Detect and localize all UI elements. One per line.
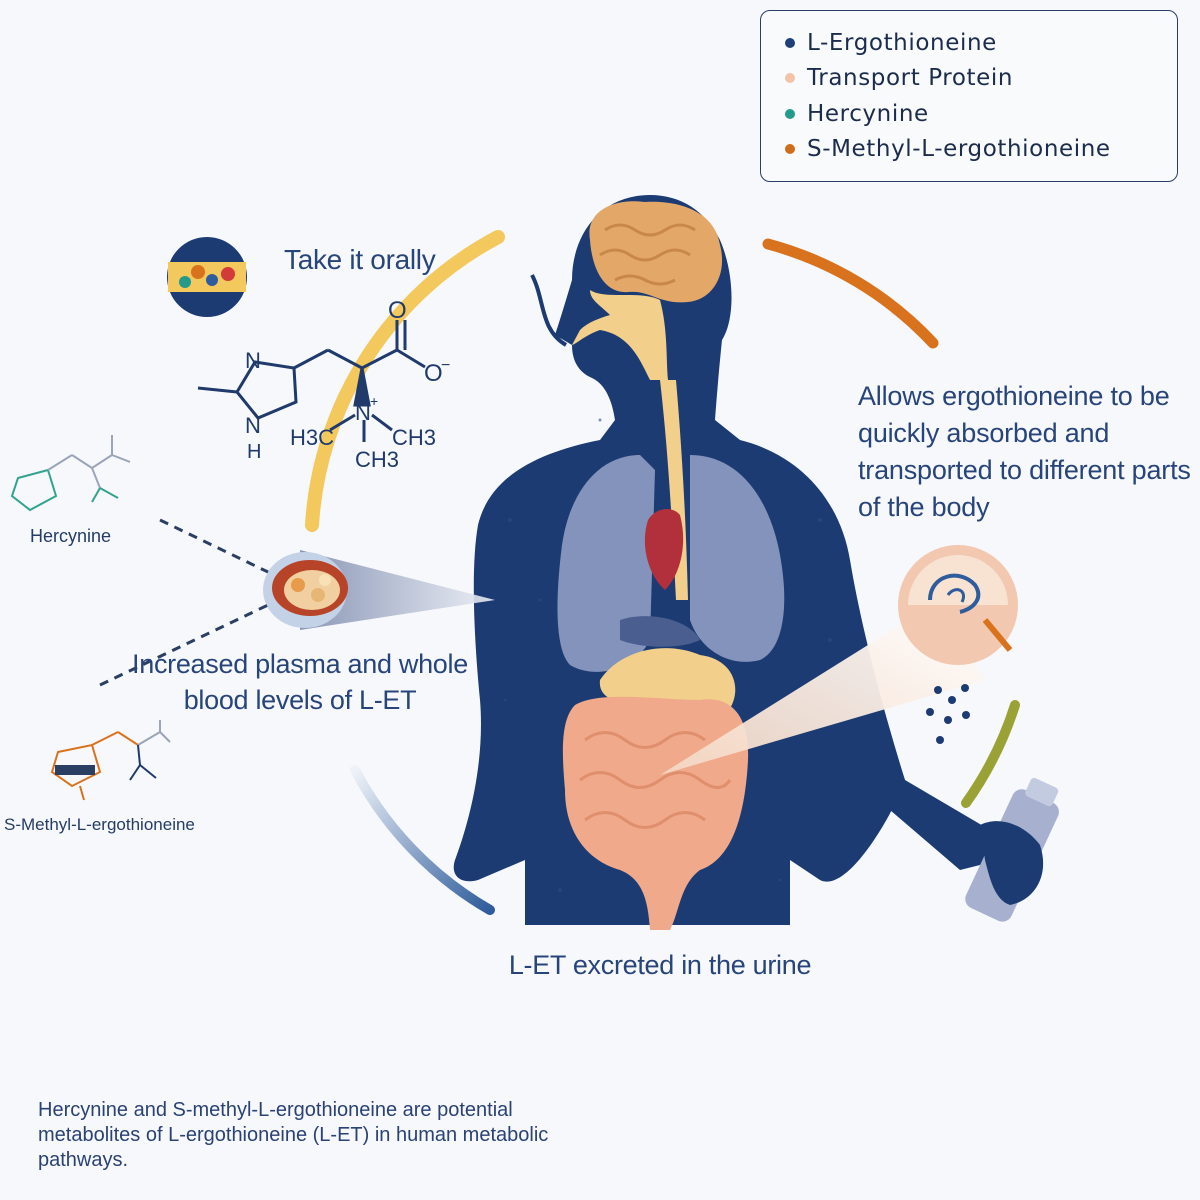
ear-icon	[898, 545, 1018, 665]
atom-n-plus: N	[355, 400, 371, 425]
arc-yellow	[305, 230, 505, 532]
spray-beam	[660, 600, 985, 775]
arc-olive	[961, 700, 1020, 808]
legend-item-hercynine: Hercynine	[785, 96, 1153, 132]
atom-o-minus: O	[424, 360, 443, 387]
l-ergothioneine-structure	[197, 320, 426, 442]
atom-ch3-bottom: CH3	[355, 447, 399, 472]
hand	[980, 821, 1044, 905]
atom-h: H	[247, 441, 261, 463]
label-take-orally: Take it orally	[284, 244, 436, 275]
atom-o-top: O	[388, 297, 407, 324]
atom-n-top: N	[245, 348, 261, 373]
footnote: Hercynine and S-methyl-L-ergothioneine a…	[38, 1099, 549, 1171]
atom-n-bottom: N	[245, 413, 261, 438]
atom-ch3-right: CH3	[392, 425, 436, 450]
heart	[644, 508, 684, 590]
legend-dot-icon	[785, 37, 795, 48]
legend-label: S-Methyl-L-ergothioneine	[807, 136, 1111, 163]
oral-passage	[572, 290, 668, 380]
legend-item-l-ergothioneine: L-Ergothioneine	[785, 25, 1153, 61]
magnifier-cone	[300, 550, 495, 630]
legend-label: Transport Protein	[807, 65, 1014, 92]
pill-icon	[167, 237, 247, 317]
label-plasma-levels: Increased plasma and whole blood levels …	[132, 649, 468, 715]
legend: L-Ergothioneine Transport Protein Hercyn…	[760, 10, 1178, 182]
label-absorption: Allows ergothioneine to be quickly absor…	[858, 381, 1191, 522]
atom-charge: −	[441, 357, 450, 374]
right-lung	[690, 455, 785, 662]
legend-label: L-Ergothioneine	[807, 29, 997, 56]
arc-blue	[350, 765, 495, 915]
atom-plus: +	[370, 393, 378, 409]
dashed-connector-hercynine	[159, 518, 269, 574]
legend-dot-icon	[785, 144, 795, 155]
legend-item-transport-protein: Transport Protein	[785, 61, 1153, 97]
legend-dot-icon	[785, 108, 795, 119]
arc-orange	[762, 238, 939, 349]
label-s-methyl: S-Methyl-L-ergothioneine	[4, 815, 195, 834]
s-methyl-structure	[50, 720, 171, 801]
hercynine-structure	[10, 435, 131, 512]
spray-dots	[926, 684, 970, 744]
legend-dot-icon	[785, 73, 795, 84]
legend-item-s-methyl: S-Methyl-L-ergothioneine	[785, 132, 1153, 168]
legend-label: Hercynine	[807, 100, 929, 127]
label-hercynine: Hercynine	[30, 526, 112, 546]
label-urine-excretion: L-ET excreted in the urine	[508, 950, 812, 980]
atom-ch3-left: H3C	[290, 425, 334, 450]
blood-vessel-icon	[263, 552, 348, 628]
